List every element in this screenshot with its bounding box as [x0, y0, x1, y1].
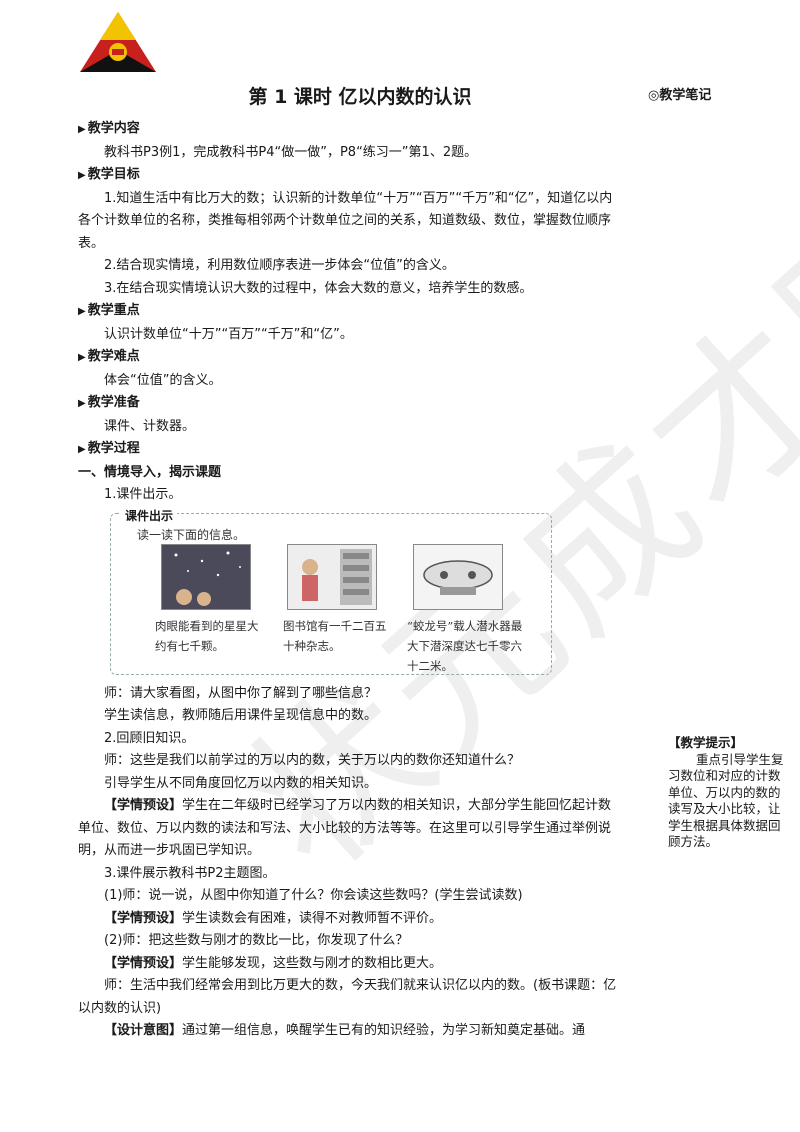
paragraph-text: 学生在二年级时已经学习了万以内数的相关知识，大部分学生能回忆起计数单位、数位、万…: [78, 798, 612, 858]
tag-label: 【学情预设】: [104, 955, 183, 971]
paragraph: 3.在结合现实情境认识大数的过程中，体会大数的意义，培养学生的数感。: [104, 280, 533, 296]
paragraph: 3.课件展示教科书P2主题图。: [104, 865, 276, 881]
tip-title: 【教学提示】: [668, 735, 744, 750]
teaching-tip: 【教学提示】 重点引导学生复习数位和对应的计数单位、万以内的数的读写及大小比较，…: [668, 735, 788, 851]
courseware-box: 课件出示 读一读下面的信息。 肉眼能看到的星星大约有七千颗。 图书馆有一千二百五…: [110, 504, 552, 675]
courseware-label: 课件出示: [121, 504, 178, 527]
caption-stars: 肉眼能看到的星星大约有七千颗。: [155, 618, 259, 653]
paragraph: 【学情预设】学生读数会有困难，读得不对教师暂不评价。: [78, 908, 618, 931]
paragraph: 【设计意图】通过第一组信息，唤醒学生已有的知识经验，为学习新知奠定基础。通: [78, 1020, 618, 1043]
paragraph: 课件、计数器。: [104, 418, 196, 434]
paragraph-text: 通过第一组信息，唤醒学生已有的知识经验，为学习新知奠定基础。通: [182, 1023, 586, 1038]
submersible-illustration: [413, 543, 503, 610]
section-heading: 教学过程: [78, 438, 618, 462]
paragraph: 师：生活中我们经常会用到比万更大的数，今天我们就来认识亿以内的数。(板书课题：亿…: [78, 978, 617, 1016]
tag-label: 【学情预设】: [104, 798, 183, 813]
paragraph: 教科书P3例1，完成教科书P4“做一做”，P8“练习一”第1、2题。: [104, 144, 478, 160]
courseware-intro: 读一读下面的信息。: [137, 527, 246, 542]
paragraph: (1)师：说一说，从图中你知道了什么？你会读这些数吗？(学生尝试读数): [104, 888, 523, 903]
stars-illustration: [161, 543, 251, 610]
paragraph: 【学情预设】学生能够发现，这些数与刚才的数相比更大。: [78, 953, 618, 976]
teaching-notes-label: ◎教学笔记: [648, 88, 712, 103]
paragraph-text: 学生读数会有困难，读得不对教师暂不评价。: [182, 910, 443, 926]
paragraph: 引导学生从不同角度回忆万以内数的相关知识。: [104, 775, 378, 791]
tag-label: 【设计意图】: [104, 1023, 183, 1038]
section-heading: 教学内容: [78, 118, 618, 142]
paragraph: 1.课件出示。: [104, 487, 182, 502]
tip-body: 重点引导学生复习数位和对应的计数单位、万以内的数的读写及大小比较，让学生根据具体…: [668, 751, 784, 850]
section-heading: 教学难点: [78, 346, 618, 370]
lesson-content: 教学内容 教科书P3例1，完成教科书P4“做一做”，P8“练习一”第1、2题。 …: [78, 118, 618, 1043]
paragraph: 师：请大家看图，从图中你了解到了哪些信息？: [104, 685, 378, 701]
paragraph-text: 学生能够发现，这些数与刚才的数相比更大。: [182, 955, 443, 971]
paragraph: 认识计数单位“十万”“百万”“千万”和“亿”。: [104, 326, 353, 342]
publisher-logo: [80, 12, 156, 72]
caption-library: 图书馆有一千二百五十种杂志。: [283, 618, 387, 653]
paragraph: (2)师：把这些数与刚才的数比一比，你发现了什么？: [104, 933, 409, 948]
paragraph: 2.回顾旧知识。: [104, 730, 195, 746]
caption-submersible: “蛟龙号”载人潜水器最大下潜深度达七千零六十二米。: [407, 618, 523, 673]
paragraph: 1.知道生活中有比万大的数；认识新的计数单位“十万”“百万”“千万”和“亿”，知…: [78, 190, 613, 251]
paragraph: 师：这些是我们以前学过的万以内的数，关于万以内的数你还知道什么？: [104, 753, 521, 768]
page-title: 第 1 课时 亿以内数的认识: [248, 86, 472, 108]
part-heading: 一、情境导入，揭示课题: [78, 464, 222, 480]
section-heading: 教学目标: [78, 164, 618, 188]
section-heading: 教学准备: [78, 392, 618, 416]
tag-label: 【学情预设】: [104, 910, 183, 926]
paragraph: 2.结合现实情境，利用数位顺序表进一步体会“位值”的含义。: [104, 258, 455, 273]
paragraph: 【学情预设】学生在二年级时已经学习了万以内数的相关知识，大部分学生能回忆起计数单…: [78, 795, 618, 863]
library-illustration: [287, 543, 377, 610]
paragraph: 体会“位值”的含义。: [104, 372, 222, 388]
section-heading: 教学重点: [78, 300, 618, 324]
paragraph: 学生读信息，教师随后用课件呈现信息中的数。: [104, 708, 378, 723]
